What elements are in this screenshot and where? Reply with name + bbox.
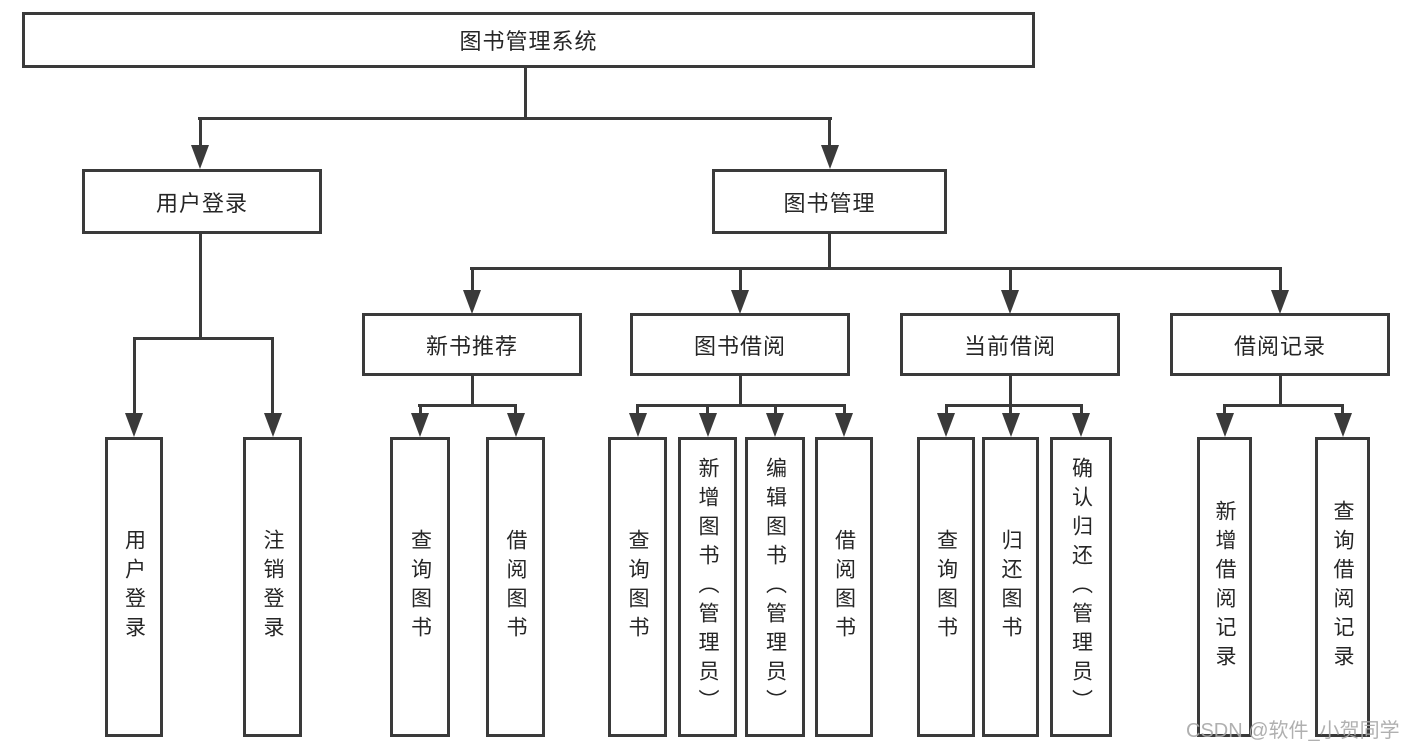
leaf-add-book-admin: 新增图书（管理员） <box>678 437 737 737</box>
node-book-borrowing-label: 图书借阅 <box>693 333 786 359</box>
leaf-confirm-return-admin-label: 确认归还（管理员） <box>1069 456 1093 718</box>
connector-line <box>133 337 274 340</box>
connector-line <box>1279 270 1282 290</box>
arrow-down-icon <box>699 413 717 437</box>
leaf-borrow-books-recommend: 借阅图书 <box>486 437 545 737</box>
connector-line <box>524 68 527 120</box>
node-book-management-label: 图书管理 <box>783 190 876 216</box>
leaf-query-books-current-label: 查询图书 <box>934 529 958 645</box>
arrow-down-icon <box>191 145 209 169</box>
arrow-down-icon <box>821 145 839 169</box>
node-user-login-label: 用户登录 <box>155 190 248 216</box>
node-user-login: 用户登录 <box>82 169 322 234</box>
connector-line <box>471 270 474 290</box>
arrow-down-icon <box>731 290 749 314</box>
node-library-system-label: 图书管理系统 <box>459 29 598 54</box>
node-current-borrowing: 当前借阅 <box>900 313 1120 376</box>
connector-line <box>133 340 136 413</box>
node-borrowing-records: 借阅记录 <box>1170 313 1390 376</box>
leaf-edit-book-admin: 编辑图书（管理员） <box>745 437 805 737</box>
leaf-borrow-books-borrowing-label: 借阅图书 <box>832 529 856 645</box>
arrow-down-icon <box>463 290 481 314</box>
arrow-down-icon <box>1216 413 1234 437</box>
arrow-down-icon <box>835 413 853 437</box>
node-library-system: 图书管理系统 <box>22 12 1035 68</box>
leaf-query-borrow-record: 查询借阅记录 <box>1315 437 1370 737</box>
leaf-add-borrow-record: 新增借阅记录 <box>1197 437 1252 737</box>
node-new-book-recommend-label: 新书推荐 <box>425 333 518 359</box>
arrow-down-icon <box>629 413 647 437</box>
leaf-user-login: 用户登录 <box>105 437 163 737</box>
arrow-down-icon <box>937 413 955 437</box>
connector-line <box>1009 376 1012 407</box>
connector-line <box>199 234 202 340</box>
node-book-management: 图书管理 <box>712 169 947 234</box>
leaf-edit-book-admin-label: 编辑图书（管理员） <box>763 456 787 718</box>
connector-line <box>1223 407 1226 413</box>
connector-line <box>945 407 948 413</box>
connector-line <box>1279 376 1282 407</box>
leaf-query-books-recommend: 查询图书 <box>390 437 450 737</box>
leaf-logout: 注销登录 <box>243 437 302 737</box>
arrow-down-icon <box>1271 290 1289 314</box>
arrow-down-icon <box>1072 413 1090 437</box>
connector-line <box>739 270 742 290</box>
leaf-query-books-recommend-label: 查询图书 <box>408 529 432 645</box>
node-new-book-recommend: 新书推荐 <box>362 313 582 376</box>
node-current-borrowing-label: 当前借阅 <box>963 333 1056 359</box>
leaf-return-books-label: 归还图书 <box>999 529 1022 645</box>
connector-line <box>843 407 846 413</box>
connector-line <box>1223 404 1344 407</box>
connector-line <box>636 407 639 413</box>
arrow-down-icon <box>411 413 429 437</box>
leaf-borrow-books-recommend-label: 借阅图书 <box>504 529 527 645</box>
node-borrowing-records-label: 借阅记录 <box>1233 333 1326 359</box>
node-book-borrowing: 图书借阅 <box>630 313 850 376</box>
connector-line <box>706 407 709 413</box>
connector-line <box>418 404 517 407</box>
leaf-borrow-books-borrowing: 借阅图书 <box>815 437 873 737</box>
leaf-confirm-return-admin: 确认归还（管理员） <box>1050 437 1112 737</box>
connector-line <box>636 404 846 407</box>
connector-line <box>945 404 1083 407</box>
connector-line <box>470 267 1282 270</box>
connector-line <box>1341 407 1344 413</box>
leaf-return-books: 归还图书 <box>982 437 1039 737</box>
leaf-user-login-label: 用户登录 <box>122 529 146 645</box>
leaf-add-book-admin-label: 新增图书（管理员） <box>696 456 719 718</box>
connector-line <box>419 407 422 413</box>
connector-line <box>1009 270 1012 290</box>
connector-line <box>1080 407 1083 413</box>
leaf-query-books-borrowing-label: 查询图书 <box>626 529 649 645</box>
arrow-down-icon <box>766 413 784 437</box>
arrow-down-icon <box>264 413 282 437</box>
connector-line <box>514 407 517 413</box>
leaf-query-books-borrowing: 查询图书 <box>608 437 667 737</box>
connector-line <box>828 234 831 270</box>
arrow-down-icon <box>1001 290 1019 314</box>
leaf-query-borrow-record-label: 查询借阅记录 <box>1331 500 1354 674</box>
connector-line <box>1009 407 1012 413</box>
connector-line <box>471 376 474 407</box>
connector-line <box>774 407 777 413</box>
leaf-logout-label: 注销登录 <box>261 529 284 645</box>
connector-line <box>739 376 742 407</box>
arrow-down-icon <box>507 413 525 437</box>
csdn-watermark: CSDN @软件_小贺同学 <box>1186 720 1400 742</box>
arrow-down-icon <box>1334 413 1352 437</box>
arrow-down-icon <box>1002 413 1020 437</box>
connector-line <box>198 117 832 120</box>
connector-line <box>828 120 831 145</box>
leaf-add-borrow-record-label: 新增借阅记录 <box>1213 500 1236 674</box>
connector-line <box>271 340 274 413</box>
arrow-down-icon <box>125 413 143 437</box>
connector-line <box>199 120 202 145</box>
leaf-query-books-current: 查询图书 <box>917 437 975 737</box>
